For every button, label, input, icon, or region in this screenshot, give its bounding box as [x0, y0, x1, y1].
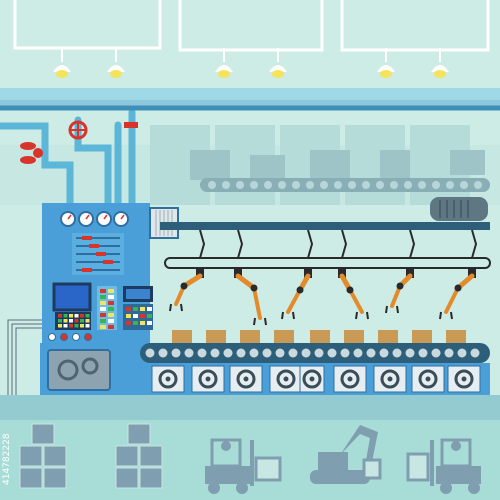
lamp-row: [53, 48, 449, 78]
excavator-icon: [310, 425, 382, 484]
forklift-icon: [205, 438, 282, 494]
box-row: [172, 330, 466, 343]
lever-valve-icon: [124, 122, 138, 128]
box-stack-icon: [19, 423, 67, 489]
side-cables: [7, 319, 42, 395]
lamp-icon: [215, 48, 233, 78]
box-icon: [206, 330, 226, 343]
gear-icon: [340, 369, 360, 389]
box-icon: [412, 330, 432, 343]
box-icon: [446, 330, 466, 343]
robot-arm-icon: [385, 268, 414, 314]
background-windows: [0, 100, 500, 205]
robot-arm-icon: [439, 268, 476, 320]
box-icon: [310, 330, 330, 343]
gear-icon: [302, 369, 322, 389]
robot-arm-icon: [281, 268, 312, 320]
gauge-icon: [78, 211, 94, 227]
box-icon: [344, 330, 364, 343]
gear-icon: [158, 369, 178, 389]
watermark: 414782228: [2, 385, 18, 495]
monitor-screen: [52, 282, 92, 312]
lamp-icon: [53, 48, 71, 78]
upper-band: [0, 88, 500, 100]
gauge-icon: [60, 211, 76, 227]
robot-arm-row: [169, 268, 476, 326]
fan-valve-icon: [20, 142, 43, 164]
gear-icon: [198, 369, 218, 389]
lamp-icon: [107, 48, 125, 78]
box-icon: [240, 330, 260, 343]
robot-arm-icon: [169, 268, 204, 312]
forklift-icon: [406, 438, 481, 494]
robot-arm-icon: [234, 268, 267, 326]
box-stack-icon: [115, 423, 163, 489]
gear-icon: [418, 369, 438, 389]
lamp-icon: [269, 48, 287, 78]
floor-band: [0, 395, 500, 423]
ceiling-rails: [13, 0, 490, 52]
valve-icon: [68, 120, 88, 140]
gear-icon: [276, 369, 296, 389]
box-icon: [378, 330, 398, 343]
gauge-row: [60, 211, 129, 227]
lamp-icon: [431, 48, 449, 78]
gear-icon: [380, 369, 400, 389]
gear-icon: [454, 369, 474, 389]
gear-icon: [57, 357, 99, 381]
motor-icon: [430, 197, 488, 221]
box-icon: [172, 330, 192, 343]
watermark-text: 414782228: [2, 433, 12, 485]
gauge-icon: [113, 211, 129, 227]
conveyor: [140, 343, 490, 395]
lamp-icon: [377, 48, 395, 78]
box-icon: [274, 330, 294, 343]
lower-cabinet: [40, 333, 152, 395]
floor-silhouettes: [19, 423, 481, 494]
gear-icon: [236, 369, 256, 389]
robot-arm-icon: [338, 268, 369, 320]
gauge-icon: [96, 211, 112, 227]
slider-panel: [72, 233, 124, 275]
overhead-rail: [160, 197, 491, 269]
